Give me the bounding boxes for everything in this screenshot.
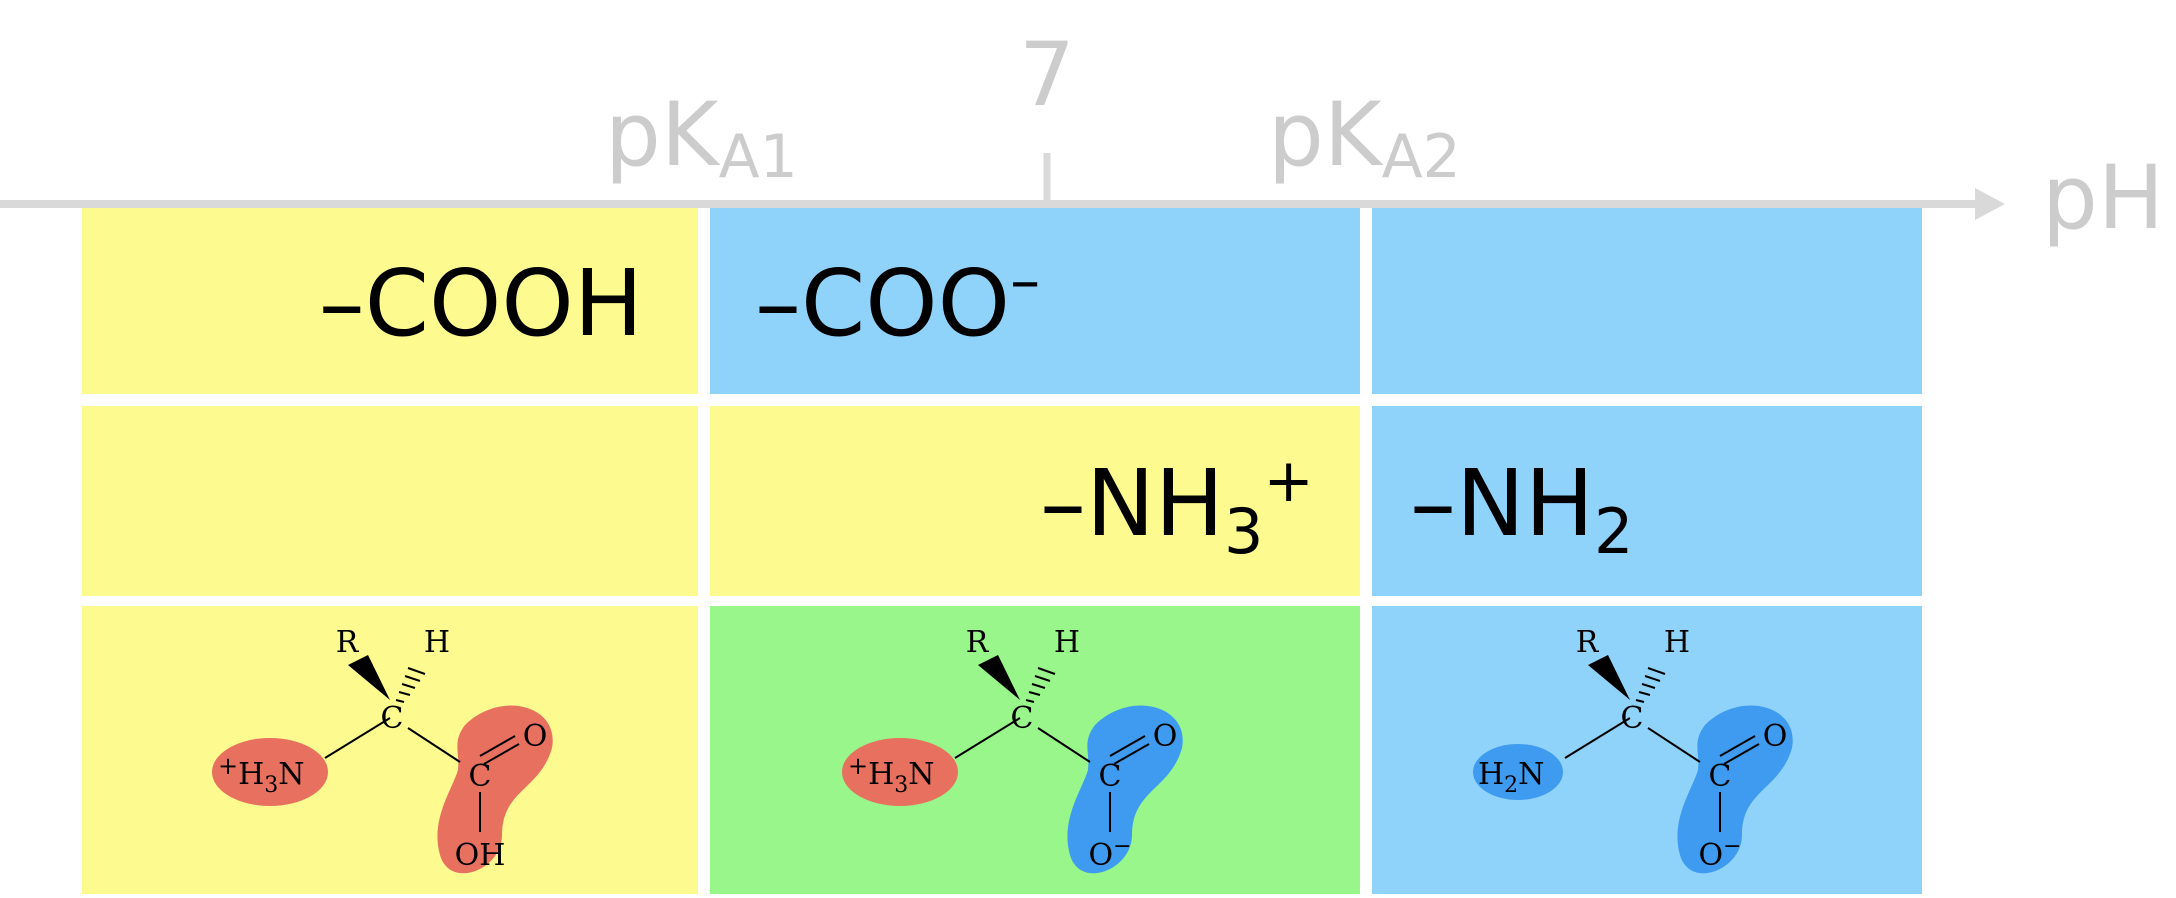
carboxylate-blob — [1677, 705, 1793, 874]
cell-ammonium-mid — [710, 406, 1360, 596]
atom-r: R — [966, 625, 990, 660]
bond-c-o-double-1 — [1719, 735, 1756, 757]
tick-pka2-label: pKA2 — [1268, 83, 1461, 192]
atom-c-alpha: C — [381, 701, 404, 736]
label-nh3-plus: –NH3+ — [1040, 446, 1314, 568]
label-coo-minus: –COO– — [755, 246, 1040, 357]
carboxyl-blob — [437, 705, 553, 874]
label-cooh: –COOH — [319, 250, 643, 357]
amine-blob — [1473, 744, 1563, 800]
bond-c-n — [1564, 717, 1631, 759]
atom-nh3-plus: +H3N — [848, 752, 935, 798]
atom-h: H — [1664, 625, 1690, 660]
bond-c-c — [407, 727, 461, 763]
hash-bond-h — [395, 667, 426, 703]
atom-o-double: O — [1763, 719, 1788, 754]
cell-carboxylate-right — [1372, 208, 1922, 394]
wedge-bond-r — [978, 655, 1020, 700]
ammonium-blob — [212, 738, 328, 806]
structure-zwitterion: R H C C O O− +H3N — [842, 625, 1183, 874]
bond-c-o-double-1 — [479, 735, 516, 757]
atom-r: R — [1576, 625, 1600, 660]
cell-ammonium-left — [82, 406, 698, 596]
atom-nh2: H2N — [1478, 757, 1544, 798]
atom-r: R — [336, 625, 360, 660]
atom-oh: OH — [455, 838, 506, 873]
row-structures: R H C C O OH +H3N R H — [82, 606, 1922, 894]
bond-c-n — [954, 717, 1021, 759]
wedge-bond-r — [1588, 655, 1630, 700]
atom-o-minus: O− — [1698, 834, 1741, 873]
bond-c-o-double-1 — [1109, 735, 1146, 757]
cell-structure-anion — [1372, 606, 1922, 894]
bond-c-c — [1647, 727, 1701, 763]
atom-o-double: O — [523, 719, 548, 754]
atom-nh3-plus: +H3N — [218, 752, 305, 798]
row-carboxyl: –COOH –COO– — [82, 208, 1922, 394]
cell-structure-zwitterion — [710, 606, 1360, 894]
bond-c-o-double-2 — [1723, 743, 1760, 765]
hash-bond-h — [1635, 667, 1666, 703]
axis-title-ph: pH — [2042, 146, 2164, 249]
tick-pka1-label: pKA1 — [605, 83, 798, 192]
label-nh2: –NH2 — [1410, 450, 1633, 568]
carboxylate-blob — [1067, 705, 1183, 874]
ph-axis: pKA1 7 pKA2 pH — [0, 23, 2164, 249]
structure-cationic: R H C C O OH +H3N — [212, 625, 553, 874]
ammonium-blob — [842, 738, 958, 806]
atom-h: H — [1054, 625, 1080, 660]
bond-c-o-double-2 — [483, 743, 520, 765]
atom-h: H — [424, 625, 450, 660]
cell-carboxylate-mid — [710, 208, 1360, 394]
atom-c-carboxyl: C — [469, 759, 492, 794]
atom-c-carboxyl: C — [1709, 759, 1732, 794]
row-amino: –NH3+ –NH2 — [82, 406, 1922, 596]
bond-c-n — [324, 717, 391, 759]
cell-amine-right — [1372, 406, 1922, 596]
bond-c-o-double-2 — [1113, 743, 1150, 765]
cell-carboxyl-acid — [82, 208, 698, 394]
bond-c-c — [1037, 727, 1091, 763]
atom-c-alpha: C — [1621, 701, 1644, 736]
atom-o-minus: O− — [1088, 834, 1131, 873]
tick-7-label: 7 — [1019, 23, 1075, 126]
structure-anionic: R H C C O O− H2N — [1473, 625, 1793, 874]
axis-arrowhead — [1975, 188, 2005, 220]
cell-structure-cation — [82, 606, 698, 894]
wedge-bond-r — [348, 655, 390, 700]
atom-c-alpha: C — [1011, 701, 1034, 736]
atom-o-double: O — [1153, 719, 1178, 754]
hash-bond-h — [1025, 667, 1056, 703]
atom-c-carboxyl: C — [1099, 759, 1122, 794]
